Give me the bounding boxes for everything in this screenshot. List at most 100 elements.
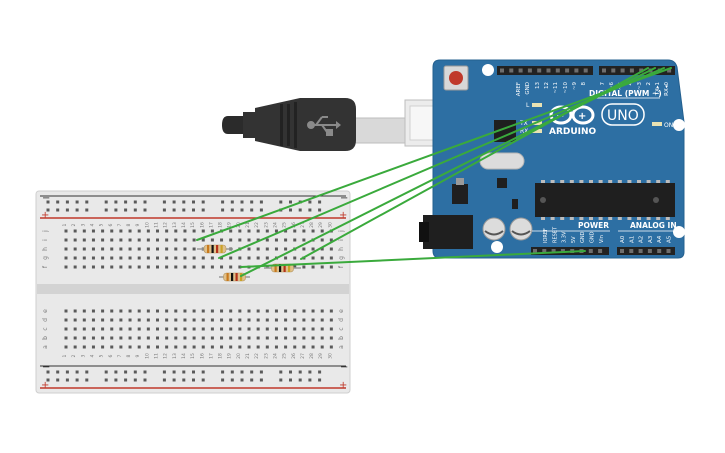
rail-hole [201, 378, 205, 382]
breadboard-hole [137, 265, 141, 269]
breadboard-hole [302, 247, 306, 251]
breadboard-hole [165, 327, 169, 331]
rail-hole [104, 200, 108, 204]
breadboard-hole [64, 327, 68, 331]
rail-hole [114, 370, 118, 374]
rail-hole [56, 378, 60, 382]
breadboard-hole [183, 265, 187, 269]
breadboard-hole [229, 265, 233, 269]
led-l-label: L [526, 102, 530, 109]
column-label: 13 [172, 353, 178, 359]
resistor-2[interactable] [219, 272, 250, 282]
row-label: e [42, 309, 49, 313]
breadboard-hole [91, 336, 95, 340]
breadboard-hole [73, 229, 77, 233]
digital-header-right [599, 66, 675, 75]
rail-hole [221, 370, 225, 374]
breadboard-hole [229, 256, 233, 260]
led-tx-label: TX [519, 120, 528, 127]
row-label: j [338, 230, 345, 233]
pin-label: A2 [639, 236, 645, 243]
header-pin [598, 249, 603, 253]
breadboard-hole [265, 309, 269, 313]
wires[interactable] [196, 67, 672, 277]
breadboard-hole [274, 345, 278, 349]
column-label: 10 [144, 353, 150, 359]
rail-hole [250, 378, 254, 382]
breadboard-hole [284, 336, 288, 340]
breadboard-hole [91, 345, 95, 349]
breadboard-hole [311, 336, 315, 340]
breadboard-hole [274, 309, 278, 313]
breadboard-hole [183, 247, 187, 251]
breadboard-hole [165, 247, 169, 251]
row-label: b [42, 336, 49, 340]
column-label: 15 [190, 222, 196, 228]
breadboard-hole [82, 229, 86, 233]
breadboard-hole [265, 318, 269, 322]
breadboard-hole [311, 309, 315, 313]
reset-button[interactable] [443, 65, 469, 91]
breadboard-hole [256, 345, 260, 349]
breadboard-hole [192, 256, 196, 260]
breadboard-hole [265, 327, 269, 331]
breadboard-hole [146, 327, 150, 331]
breadboard-hole [311, 256, 315, 260]
breadboard-hole [293, 238, 297, 242]
row-label: c [42, 327, 49, 330]
rail-hole [259, 370, 263, 374]
breadboard-hole [73, 309, 77, 313]
led-l [532, 103, 542, 107]
breadboard-hole [156, 345, 159, 349]
rail-hole [85, 200, 89, 204]
breadboard-hole [320, 247, 324, 251]
breadboard-hole [220, 309, 224, 313]
rail-hole [143, 200, 147, 204]
breadboard-hole [101, 336, 105, 340]
led-on [652, 122, 662, 126]
breadboard-hole [247, 238, 251, 242]
breadboard-hole [128, 318, 132, 322]
resistor-1[interactable] [197, 244, 233, 254]
breadboard-hole [256, 309, 260, 313]
breadboard-hole [73, 265, 77, 269]
rail-hole [259, 200, 263, 204]
breadboard-hole [165, 309, 169, 313]
pin-label: ~10 [563, 82, 569, 94]
breadboard-hole [247, 247, 251, 251]
breadboard-hole [311, 229, 315, 233]
breadboard-hole [165, 345, 169, 349]
breadboard-hole [320, 327, 324, 331]
breadboard-hole [146, 247, 150, 251]
header-pin [620, 68, 625, 73]
row-label: g [42, 256, 49, 260]
usb-cable[interactable] [222, 98, 448, 151]
breadboard-hole [110, 327, 114, 331]
column-label: 25 [282, 222, 288, 228]
row-label: j [42, 230, 49, 233]
breadboard-hole [128, 247, 132, 251]
breadboard-hole [274, 229, 278, 233]
breadboard-hole [311, 318, 315, 322]
breadboard-hole [165, 336, 169, 340]
breadboard-hole [183, 336, 187, 340]
pin-label: IOREF [543, 228, 549, 243]
rail-hole [124, 370, 128, 374]
header-pin [527, 68, 532, 73]
breadboard-hole [119, 238, 123, 242]
dc-power-jack[interactable] [419, 215, 473, 249]
breadboard-hole [302, 229, 306, 233]
breadboard-hole [137, 247, 141, 251]
column-label: 7 [117, 354, 123, 357]
breadboard-hole [320, 256, 324, 260]
rail-hole [230, 200, 234, 204]
breadboard-hole [64, 345, 68, 349]
breadboard-hole [119, 327, 123, 331]
breadboard-hole [183, 318, 187, 322]
breadboard-hole [311, 247, 315, 251]
breadboard-hole [229, 309, 233, 313]
breadboard-hole [110, 256, 114, 260]
